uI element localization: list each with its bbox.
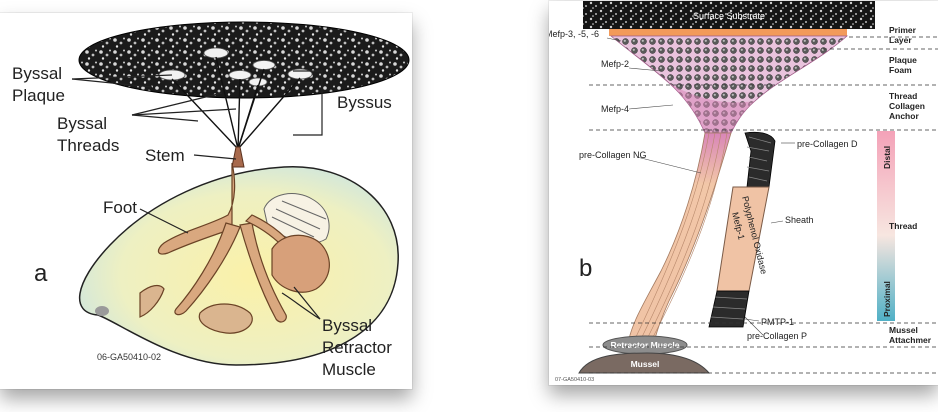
label-attach-2: Attachmer <box>889 335 932 345</box>
label-plaque-1: Plaque <box>889 55 917 65</box>
figure-code-a: 06-GA50410-02 <box>97 352 161 362</box>
label-foot: Foot <box>103 198 137 217</box>
panel-a: Byssal Plaque Byssal Threads Byssus Stem… <box>0 13 412 389</box>
label-anchor-2: Collagen <box>889 101 925 111</box>
label-retractor-muscle: Retractor Muscle <box>611 340 680 350</box>
label-retractor-1: Byssal <box>322 316 372 335</box>
label-primer-2: Layer <box>889 35 912 45</box>
label-anchor-1: Thread <box>889 91 917 101</box>
label-byssal-plaque-2: Plaque <box>12 86 65 105</box>
label-attach-1: Mussel <box>889 325 918 335</box>
label-proximal: Proximal <box>882 281 892 317</box>
label-pmtp: PMTP-1 <box>761 317 794 327</box>
panel-letter-b: b <box>579 255 592 282</box>
label-mefp-356: Mefp-3, -5, -6 <box>549 29 599 39</box>
label-precollagen-p: pre-Collagen P <box>747 331 807 341</box>
shell <box>80 167 399 365</box>
label-primer-1: Primer <box>889 25 917 35</box>
label-byssal-threads-2: Threads <box>57 136 119 155</box>
label-byssus: Byssus <box>337 93 392 112</box>
panel-letter-a: a <box>34 260 48 287</box>
label-mussel: Mussel <box>631 359 660 369</box>
label-plaque-2: Foam <box>889 65 912 75</box>
label-anchor-3: Anchor <box>889 111 919 121</box>
label-byssal-threads-1: Byssal <box>57 114 107 133</box>
thread-structure-diagram: Surface Substrate Retractor Muscle Musse… <box>549 1 938 385</box>
label-precollagen-ng: pre-Collagen NG <box>579 150 647 160</box>
rock-surface <box>79 22 409 98</box>
primer-layer <box>609 29 847 36</box>
stem <box>232 147 244 167</box>
label-retractor-3: Muscle <box>322 360 376 379</box>
byssus-diagram: Byssal Plaque Byssal Threads Byssus Stem… <box>0 13 412 389</box>
label-byssal-plaque-1: Byssal <box>12 64 62 83</box>
hinge-spot <box>95 306 109 316</box>
label-stem: Stem <box>145 146 185 165</box>
panel-b: Surface Substrate Retractor Muscle Musse… <box>549 1 938 385</box>
label-mefp2: Mefp-2 <box>601 59 629 69</box>
label-thread: Thread <box>889 221 917 231</box>
figure-code-b: 07-GA50410-03 <box>555 377 594 383</box>
label-distal: Distal <box>882 146 892 169</box>
label-mefp4: Mefp-4 <box>601 104 629 114</box>
label-sheath: Sheath <box>785 215 814 225</box>
label-surface-substrate: Surface Substrate <box>693 11 765 21</box>
label-precollagen-d: pre-Collagen D <box>797 139 858 149</box>
label-retractor-2: Retractor <box>322 338 392 357</box>
